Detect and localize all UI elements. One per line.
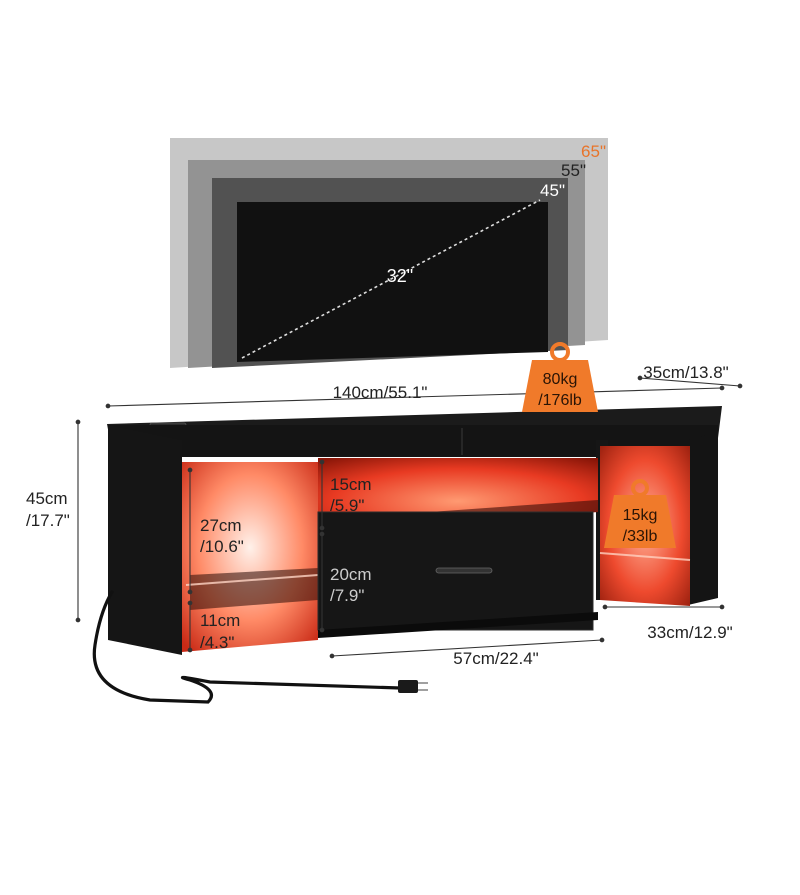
- size-65-label: 65": [581, 142, 606, 161]
- plug: [398, 680, 418, 693]
- drawer-width-label: 57cm/22.4": [453, 649, 538, 668]
- size-55-label: 55": [561, 161, 586, 180]
- power-cord: [92, 590, 428, 704]
- top-load-kg: 80kg: [543, 371, 578, 388]
- top-load-lb: /176lb: [538, 392, 582, 409]
- load-badge-top: 80kg /176lb: [522, 342, 598, 412]
- load-badge-shelf: 15kg /33lb: [604, 479, 676, 548]
- left-leg: [108, 425, 182, 655]
- size-32-label: 32": [387, 266, 413, 286]
- right-leg: [688, 432, 718, 605]
- drawer-handle: [435, 567, 493, 574]
- shelf-height-cm-label: 27cm: [200, 516, 242, 535]
- weight-icon: [604, 479, 676, 548]
- shelf-load-kg: 15kg: [623, 507, 658, 524]
- width-label: 140cm/55.1": [333, 383, 428, 402]
- dimension-lines: [75, 375, 743, 659]
- leg-height-cm-label: 11cm: [200, 611, 240, 630]
- shelf-load-lb: /33lb: [623, 528, 658, 545]
- leg-height-in-label: /4.3": [200, 633, 234, 652]
- cubby-height-cm-label: 15cm: [330, 475, 372, 494]
- size-45-label: 45": [540, 181, 565, 200]
- drawer-height-cm-label: 20cm: [330, 565, 372, 584]
- dimension-labels: 140cm/55.1" 35cm/13.8" 45cm /17.7" 27cm …: [26, 363, 733, 668]
- drawer-height-in-label: /7.9": [330, 586, 364, 605]
- screen-32: [237, 202, 548, 362]
- weight-icon: [522, 342, 598, 412]
- drawer-depth-label: 33cm/12.9": [647, 623, 732, 642]
- cubby-height-in-label: /5.9": [330, 496, 364, 515]
- tv-screens: 65" 55" 45" 32": [170, 138, 608, 368]
- shelf-height-in-label: /10.6": [200, 537, 244, 556]
- depth-label: 35cm/13.8": [643, 363, 728, 382]
- height-in-label: /17.7": [26, 511, 70, 530]
- cabinet: [107, 406, 722, 655]
- height-cm-label: 45cm: [26, 489, 68, 508]
- screen-diagonal: [241, 199, 541, 359]
